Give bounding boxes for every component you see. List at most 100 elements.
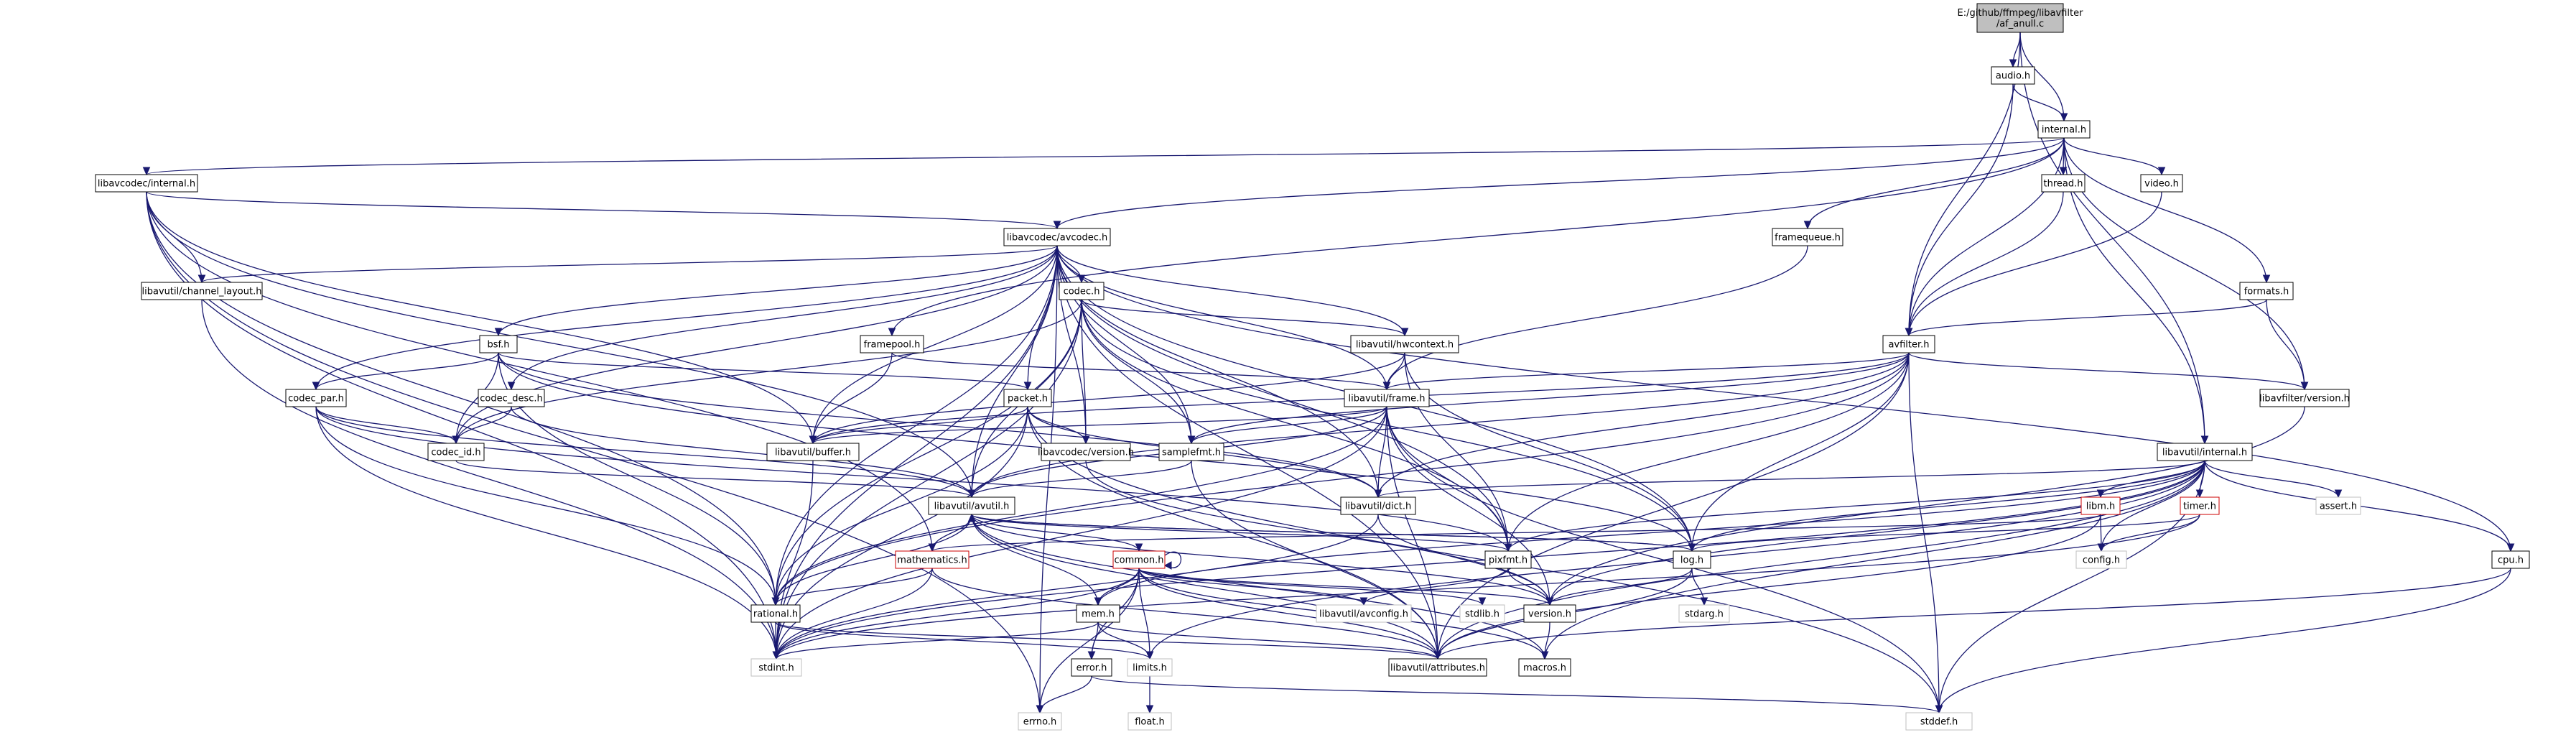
- edge-version-to-macros: [1540, 621, 1550, 660]
- edge-mem-to-avutil: [967, 513, 1099, 606]
- node-stdint[interactable]: stdint.h: [750, 658, 802, 677]
- node-cpu[interactable]: cpu.h: [2491, 550, 2530, 569]
- node-stddef[interactable]: stddef.h: [1905, 712, 1973, 731]
- node-internal[interactable]: internal.h: [2037, 120, 2091, 139]
- node-timer[interactable]: timer.h: [2180, 496, 2220, 515]
- edge-codec-to-stdint: [772, 299, 1082, 660]
- node-stdlib[interactable]: stdlib.h: [1459, 604, 1505, 623]
- node-framequeue[interactable]: framequeue.h: [1772, 228, 1843, 246]
- node-float[interactable]: float.h: [1127, 712, 1172, 731]
- node-hwcontext[interactable]: libavutil/hwcontext.h: [1350, 335, 1459, 353]
- edge-avutil_internal-to-assert: [2204, 460, 2343, 499]
- node-rational[interactable]: rational.h: [750, 604, 801, 623]
- node-codec-version[interactable]: libavcodec/version.h: [1038, 443, 1134, 461]
- node-samplefmt[interactable]: samplefmt.h: [1158, 443, 1224, 461]
- node-avcodec[interactable]: libavcodec/avcodec.h: [1003, 228, 1111, 246]
- node-box: [895, 550, 970, 569]
- node-box: [1484, 550, 1532, 569]
- node-packet[interactable]: packet.h: [1003, 389, 1052, 407]
- node-frame[interactable]: libavutil/frame.h: [1344, 389, 1430, 407]
- node-macros[interactable]: macros.h: [1518, 658, 1571, 677]
- edge-internal-to-avutil_internal: [2063, 137, 2209, 445]
- edge-mem-to-error: [1087, 621, 1099, 660]
- node-avfilter[interactable]: avfilter.h: [1882, 335, 1935, 353]
- edge-formats-to-filter_version: [2266, 299, 2309, 391]
- node-mem[interactable]: mem.h: [1076, 604, 1120, 623]
- node-box: [1678, 604, 1730, 623]
- edge-samplefmt-to-avutil: [967, 460, 1192, 499]
- node-stdarg[interactable]: stdarg.h: [1678, 604, 1730, 623]
- node-label: rational.h: [753, 609, 798, 620]
- edge-mathematics-to-rational: [771, 568, 933, 606]
- node-codec-par[interactable]: codec_par.h: [285, 389, 347, 407]
- node-codec-desc[interactable]: codec_desc.h: [478, 389, 545, 407]
- node-root[interactable]: E:/github/ffmpeg/libavfilter/af_anull.c: [1958, 3, 2084, 33]
- edge-pixfmt-to-avconfig: [1359, 568, 1509, 606]
- edge-limits-to-float: [1145, 675, 1154, 714]
- node-box: [427, 443, 485, 461]
- node-version[interactable]: version.h: [1523, 604, 1576, 623]
- edge-libm-to-attributes: [1433, 514, 2101, 660]
- node-box: [2037, 120, 2091, 139]
- node-common[interactable]: common.h: [1112, 550, 1166, 569]
- node-filter-version[interactable]: libavfilter/version.h: [2259, 389, 2350, 407]
- node-label: libavutil/internal.h: [2162, 448, 2247, 458]
- node-box: [2491, 550, 2530, 569]
- node-box: [1127, 712, 1172, 731]
- node-pixfmt[interactable]: pixfmt.h: [1484, 550, 1532, 569]
- node-video[interactable]: video.h: [2140, 174, 2183, 193]
- node-avutil[interactable]: libavutil/avutil.h: [928, 496, 1015, 515]
- node-thread[interactable]: thread.h: [2041, 174, 2086, 193]
- node-label: libavutil/dict.h: [1345, 501, 1412, 512]
- node-attributes[interactable]: libavutil/attributes.h: [1388, 658, 1487, 677]
- node-channel-layout[interactable]: libavutil/channel_layout.h: [141, 282, 263, 300]
- node-label: libavcodec/avcodec.h: [1007, 233, 1108, 244]
- edge-avcodec-to-codec_desc: [507, 245, 1058, 391]
- node-audio[interactable]: audio.h: [1991, 66, 2035, 85]
- node-avconfig[interactable]: libavutil/avconfig.h: [1316, 604, 1412, 623]
- edge-codec_par-to-stdint: [315, 406, 781, 660]
- node-buffer[interactable]: libavutil/buffer.h: [766, 443, 860, 461]
- edge-error-to-errno: [1036, 675, 1092, 714]
- edge-avfilter-to-samplefmt: [1187, 352, 1910, 445]
- edge-avfilter-to-pixfmt: [1504, 352, 1910, 553]
- node-assert[interactable]: assert.h: [2315, 496, 2361, 515]
- node-bsf[interactable]: bsf.h: [479, 335, 518, 353]
- node-box: [95, 174, 198, 193]
- node-label: libavutil/avconfig.h: [1319, 609, 1408, 620]
- node-box: [1041, 443, 1131, 461]
- node-error[interactable]: error.h: [1071, 658, 1112, 677]
- node-label: error.h: [1077, 663, 1107, 674]
- edge-internal-to-framequeue: [1803, 137, 2065, 230]
- node-log[interactable]: log.h: [1673, 550, 1711, 569]
- node-libavcodec-internal[interactable]: libavcodec/internal.h: [95, 174, 198, 193]
- node-libm[interactable]: libm.h: [2080, 496, 2121, 515]
- edge-internal-to-formats: [2063, 137, 2271, 284]
- node-dict[interactable]: libavutil/dict.h: [1340, 496, 1416, 515]
- node-box: [1076, 604, 1120, 623]
- node-label: config.h: [2083, 555, 2120, 566]
- node-label: video.h: [2144, 179, 2179, 190]
- node-box: [1003, 228, 1111, 246]
- node-framepool[interactable]: framepool.h: [860, 335, 924, 353]
- edge-cpu-to-attributes: [1433, 568, 2511, 660]
- node-box: [479, 335, 518, 353]
- edge-frame-to-samplefmt: [1187, 406, 1387, 445]
- node-config[interactable]: config.h: [2075, 550, 2127, 569]
- node-mathematics[interactable]: mathematics.h: [895, 550, 970, 569]
- node-label: framepool.h: [864, 340, 921, 351]
- node-box: [1018, 712, 1062, 731]
- node-formats[interactable]: formats.h: [2239, 282, 2294, 300]
- node-codec[interactable]: codec.h: [1059, 282, 1105, 300]
- edge-bsf-to-packet: [498, 352, 1032, 391]
- edge-avcodec-to-bsf: [494, 245, 1058, 337]
- node-box: [1158, 443, 1224, 461]
- node-limits[interactable]: limits.h: [1127, 658, 1173, 677]
- node-avutil-internal[interactable]: libavutil/internal.h: [2157, 443, 2253, 461]
- node-codec-id[interactable]: codec_id.h: [427, 443, 485, 461]
- node-label: version.h: [1528, 609, 1571, 620]
- node-box: [1071, 658, 1112, 677]
- node-label: framequeue.h: [1775, 233, 1841, 244]
- node-errno[interactable]: errno.h: [1018, 712, 1062, 731]
